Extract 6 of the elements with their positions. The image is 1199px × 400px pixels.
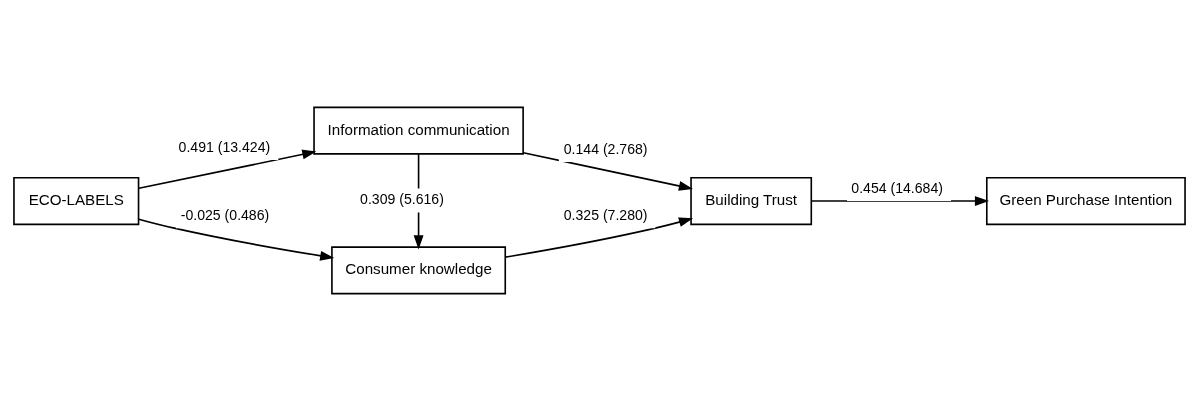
- edge-label: 0.144 (2.768): [563, 140, 648, 157]
- edge-label: 0.491 (13.424): [178, 138, 271, 155]
- edge-label: 0.309 (5.616): [360, 190, 444, 207]
- edge-label: 0.454 (14.684): [851, 179, 943, 196]
- edge-label: 0.325 (7.280): [563, 206, 648, 223]
- edge-label: -0.025 (0.486): [180, 206, 270, 223]
